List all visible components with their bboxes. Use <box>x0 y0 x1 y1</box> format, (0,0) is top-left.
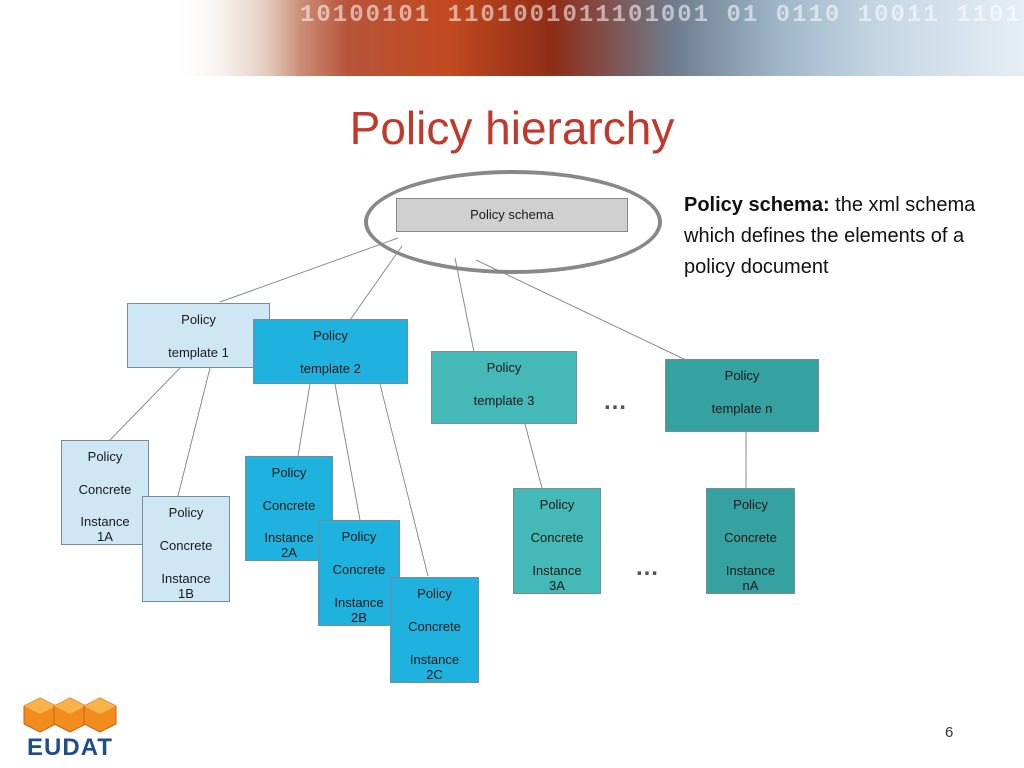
instance-type: Concrete <box>262 497 316 513</box>
instance-word: Instance <box>334 595 384 610</box>
template-name: template n <box>711 401 773 416</box>
instance-word: Instance <box>161 571 211 586</box>
instance-type: Concrete <box>159 538 213 553</box>
policy-template-n: Policy template n <box>665 359 819 432</box>
instance-id: 3A <box>549 578 565 593</box>
template-name: template 2 <box>300 361 361 376</box>
policy-instance-1b: Policy Concrete Instance 1B <box>142 496 230 602</box>
instance-label: Policy <box>341 529 377 544</box>
eudat-logo: EUDAT <box>18 694 128 761</box>
policy-template-1: Policy template 1 <box>127 303 270 368</box>
template-name: template 3 <box>473 393 535 408</box>
connector-schema-t2 <box>349 245 403 321</box>
instance-word: Instance <box>409 652 460 667</box>
instance-word: Instance <box>264 530 314 545</box>
instance-type: Concrete <box>78 481 132 497</box>
header-banner: 10100101 1101001011101001 01 0110 10011 … <box>0 0 1024 76</box>
instance-id: 1B <box>178 586 194 601</box>
connector-t2-2a <box>297 383 311 457</box>
description-term: Policy schema: <box>684 194 830 216</box>
instance-label: Policy <box>168 505 204 520</box>
connector-schema-t1 <box>219 237 399 303</box>
template-label: Policy <box>486 360 522 375</box>
banner-binary-pattern: 10100101 1101001011101001 01 0110 10011 … <box>300 2 1024 29</box>
template-name: template 1 <box>168 345 229 360</box>
policy-instance-2c: Policy Concrete Instance 2C <box>390 577 479 683</box>
instance-label: Policy <box>539 497 575 512</box>
instance-id: nA <box>742 578 759 593</box>
instance-label: Policy <box>87 449 123 464</box>
ellipsis-instances: … <box>635 554 660 581</box>
policy-instance-2b: Policy Concrete Instance 2B <box>318 520 400 626</box>
instance-id: 1A <box>97 529 113 544</box>
policy-template-2: Policy template 2 <box>253 319 408 384</box>
connector-schema-t3 <box>454 257 475 353</box>
logo-cubes-icon <box>23 697 117 733</box>
policy-template-3: Policy template 3 <box>431 351 577 424</box>
instance-label: Policy <box>733 497 768 512</box>
instance-type: Concrete <box>408 619 461 634</box>
connector-t3-3a <box>524 423 543 489</box>
instance-id: 2A <box>281 545 297 560</box>
policy-instance-2a: Policy Concrete Instance 2A <box>245 456 333 561</box>
policy-instance-1a: Policy Concrete Instance 1A <box>61 440 149 545</box>
instance-id: 2B <box>351 610 367 625</box>
banner-fade <box>0 0 300 76</box>
instance-word: Instance <box>80 514 130 529</box>
instance-label: Policy <box>271 465 307 480</box>
ellipsis-templates: … <box>603 388 628 415</box>
instance-id: 2C <box>426 667 443 682</box>
highlight-oval <box>364 170 662 274</box>
logo-text: EUDAT <box>27 734 113 761</box>
policy-instance-na: Policy Concrete Instance nA <box>706 488 795 594</box>
page-number: 6 <box>945 724 954 741</box>
template-label: Policy <box>313 328 348 343</box>
connector-t2-2c <box>379 383 429 577</box>
instance-type: Concrete <box>332 562 386 577</box>
instance-type: Concrete <box>724 530 777 545</box>
connector-t1-1a <box>109 367 181 441</box>
slide-title: Policy hierarchy <box>349 102 675 154</box>
template-label: Policy <box>724 368 760 383</box>
connector-t2-2b <box>334 383 361 521</box>
instance-word: Instance <box>532 563 582 578</box>
instance-type: Concrete <box>530 530 584 545</box>
description-text: the xml schema which defines the element… <box>684 194 976 278</box>
template-label: Policy <box>181 312 216 327</box>
policy-instance-3a: Policy Concrete Instance 3A <box>513 488 601 594</box>
connector-t1-1b <box>177 367 211 497</box>
connector-schema-tn <box>475 259 687 361</box>
instance-word: Instance <box>725 563 776 578</box>
instance-label: Policy <box>417 586 452 601</box>
schema-description: Policy schema: the xml schema which defi… <box>684 190 984 283</box>
